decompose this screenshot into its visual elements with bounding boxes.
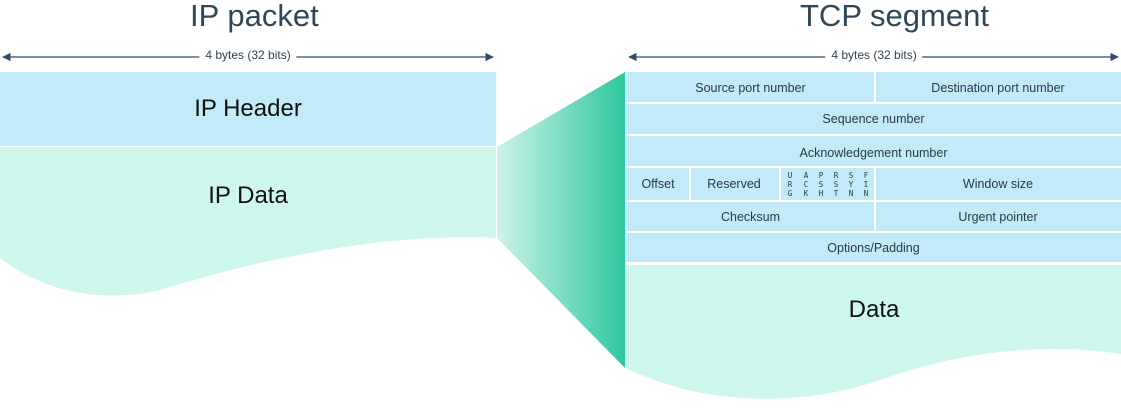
reserved-field: Reserved: [707, 177, 761, 191]
source-port-field: Source port number: [695, 80, 806, 95]
ip-width-label: 4 bytes (32 bits): [199, 48, 297, 62]
sequence-number-field: Sequence number: [822, 112, 925, 126]
ip-header-block: [0, 72, 496, 146]
options-padding-field: Options/Padding: [827, 240, 920, 255]
ip-packet-title: IP packet: [190, 0, 319, 33]
offset-field: Offset: [641, 177, 675, 191]
tcp-grid-lines: [626, 72, 1121, 264]
ip-data-block: [0, 147, 496, 296]
tcp-data-label: Data: [848, 296, 900, 323]
tcp-segment-title: TCP segment: [800, 0, 989, 33]
tcp-width-label: 4 bytes (32 bits): [825, 48, 923, 62]
urgent-pointer-field: Urgent pointer: [958, 209, 1038, 224]
ip-header-label: IP Header: [194, 95, 302, 122]
acknowledgement-number-field: Acknowledgement number: [799, 146, 948, 160]
connector-shape: [497, 72, 625, 368]
window-size-field: Window size: [962, 177, 1034, 191]
tcp-data-block: [626, 265, 1121, 399]
checksum-field: Checksum: [720, 209, 781, 224]
ip-data-label: IP Data: [208, 182, 288, 209]
destination-port-field: Destination port number: [931, 80, 1065, 95]
